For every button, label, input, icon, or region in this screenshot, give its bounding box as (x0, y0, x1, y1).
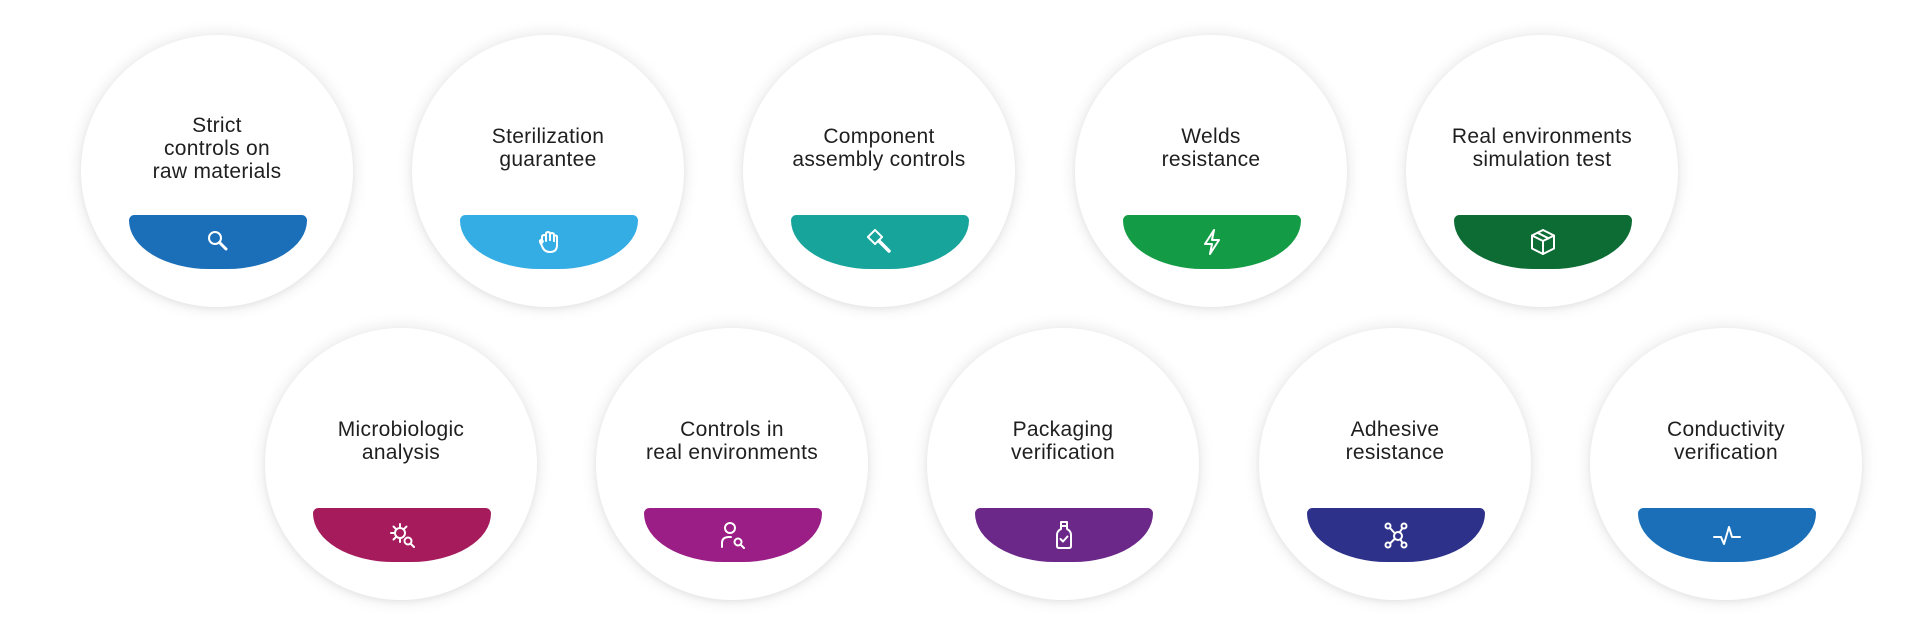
card-tab (313, 508, 491, 562)
card-microbiologic: Microbiologic analysis (265, 328, 537, 600)
card-tab (460, 215, 638, 269)
card-tab (1454, 215, 1632, 269)
card-tab (129, 215, 307, 269)
card-label: Strict controls on raw materials (152, 113, 282, 183)
box-icon (1531, 229, 1555, 255)
card-raw-materials: Strict controls on raw materials (81, 35, 353, 307)
card-label: Conductivity verification (1667, 418, 1785, 464)
pulse-icon (1713, 526, 1741, 545)
hand-icon (538, 231, 558, 253)
virus-search-icon (390, 523, 415, 548)
card-tab (644, 508, 822, 562)
lightning-icon (1204, 229, 1220, 255)
card-conductivity: Conductivity verification (1590, 328, 1862, 600)
card-label: Real environments simulation test (1451, 125, 1633, 171)
card-label: Microbiologic analysis (337, 418, 465, 464)
card-sterilization: Sterilization guarantee (412, 35, 684, 307)
card-tab (975, 508, 1153, 562)
hammer-icon (866, 228, 891, 253)
card-adhesive: Adhesive resistance (1259, 328, 1531, 600)
card-component-assembly: Component assembly controls (743, 35, 1015, 307)
bottle-check-icon (1056, 521, 1072, 549)
user-search-icon (721, 522, 745, 549)
card-label: Controls in real environments (645, 418, 818, 464)
card-tab (1307, 508, 1485, 562)
card-label: Component assembly controls (792, 125, 966, 171)
card-welds-resistance: Welds resistance (1075, 35, 1347, 307)
search-icon (208, 231, 228, 251)
card-label: Adhesive resistance (1345, 418, 1445, 464)
card-tab (791, 215, 969, 269)
card-label: Welds resistance (1161, 125, 1261, 171)
card-packaging: Packaging verification (927, 328, 1199, 600)
card-real-environments: Controls in real environments (596, 328, 868, 600)
card-label: Sterilization guarantee (491, 125, 605, 171)
card-simulation-test: Real environments simulation test (1406, 35, 1678, 307)
card-tab (1638, 508, 1816, 562)
molecule-icon (1384, 522, 1408, 549)
card-label: Packaging verification (1011, 418, 1115, 464)
card-tab (1123, 215, 1301, 269)
